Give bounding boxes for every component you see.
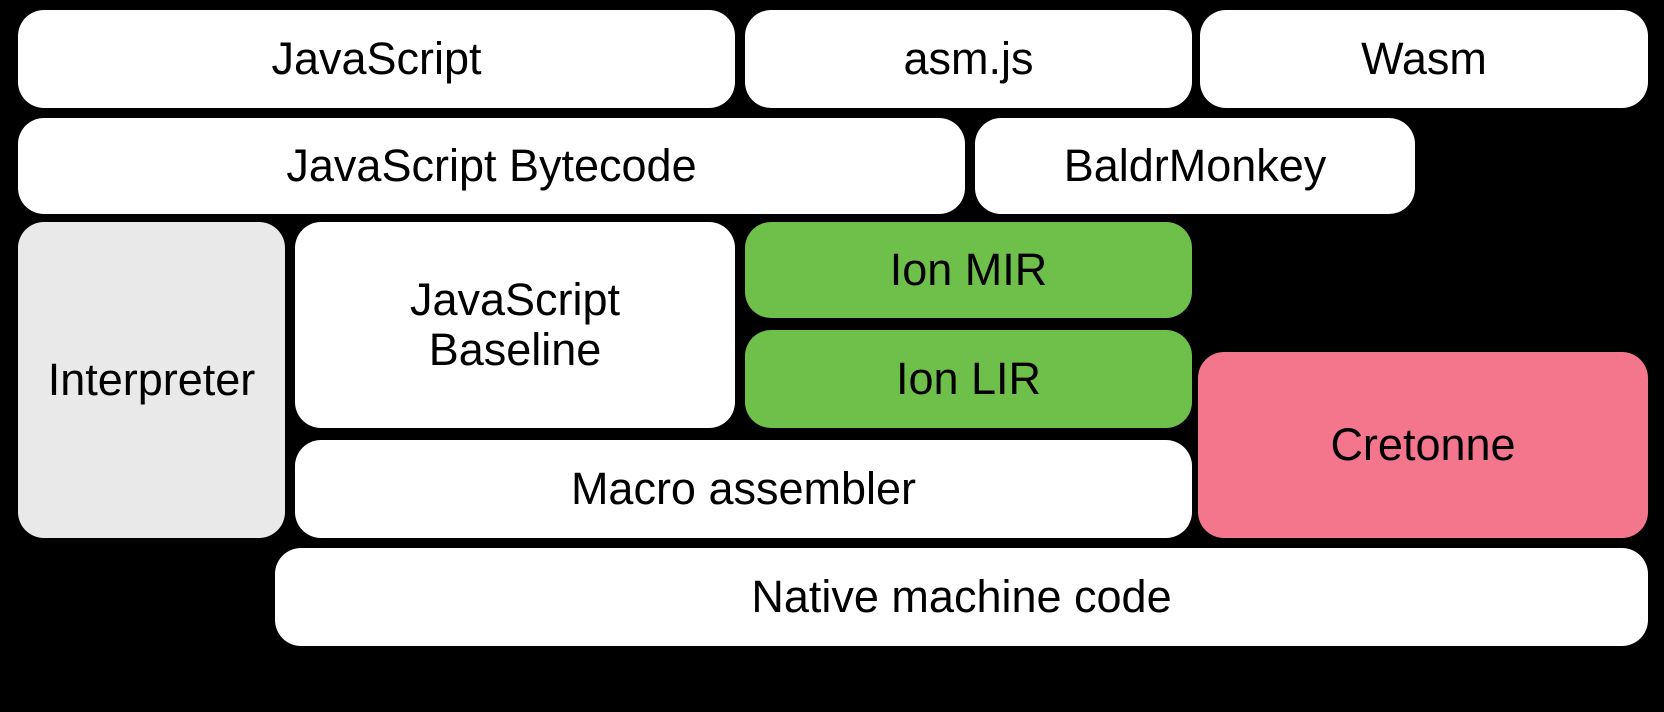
node-interpreter: Interpreter xyxy=(18,222,285,538)
node-cretonne: Cretonne xyxy=(1198,352,1648,538)
node-javascript-baseline: JavaScript Baseline xyxy=(295,222,735,428)
node-native-machine-code: Native machine code xyxy=(275,548,1648,646)
node-asm-js: asm.js xyxy=(745,10,1192,108)
node-ion-lir: Ion LIR xyxy=(745,330,1192,428)
node-javascript: JavaScript xyxy=(18,10,735,108)
node-macro-assembler: Macro assembler xyxy=(295,440,1192,538)
node-wasm: Wasm xyxy=(1200,10,1648,108)
node-javascript-bytecode: JavaScript Bytecode xyxy=(18,118,965,214)
node-ion-mir: Ion MIR xyxy=(745,222,1192,318)
node-baldrmonkey: BaldrMonkey xyxy=(975,118,1415,214)
